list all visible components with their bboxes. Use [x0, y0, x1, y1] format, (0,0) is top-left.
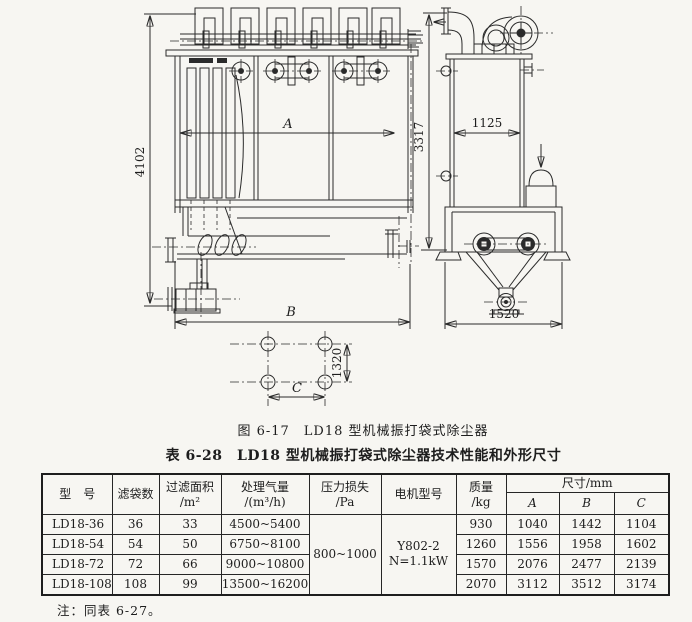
col-header-size-a: A: [505, 492, 560, 515]
cell-b: 1958: [558, 534, 615, 555]
dim-height-4102: 4102: [133, 13, 196, 307]
drive-pulleys: [473, 6, 553, 57]
cell-c: 1104: [613, 514, 670, 535]
cell-model: LD18-108: [41, 574, 113, 595]
side-hopper: [435, 206, 571, 315]
cell-a: 1040: [505, 514, 560, 535]
header-line: 过滤面积: [165, 479, 214, 494]
col-header-mass: 质量 /kg: [455, 473, 507, 515]
cell-bags: 36: [111, 514, 160, 535]
top-plate: [165, 49, 419, 57]
cell-pressure-loss: 800~1000: [308, 514, 382, 595]
cell-mass: 1570: [455, 554, 507, 575]
cell-model: LD18-72: [41, 554, 113, 575]
side-view: 3317: [412, 6, 571, 329]
table-row: LD18-108 108 99 13500~16200 2070 3112 35…: [41, 574, 670, 595]
dim-height-3317: 3317: [412, 12, 447, 251]
header-line: 质量: [468, 479, 493, 494]
cell-bags: 54: [111, 534, 160, 555]
cell-a: 2076: [505, 554, 560, 575]
col-header-motor: 电机型号: [380, 473, 457, 515]
cell-mass: 1260: [455, 534, 507, 555]
cell-b: 3512: [558, 574, 615, 595]
header-line: /kg: [471, 494, 491, 509]
cell-bags: 72: [111, 554, 160, 575]
cell-model: LD18-54: [41, 534, 113, 555]
figure-caption: 图 6-17 LD18 型机械振打袋式除尘器: [237, 424, 489, 439]
col-header-size-b: B: [558, 492, 615, 515]
motor-line: N=1.1kW: [388, 554, 449, 569]
foundation-plan: 1320 C: [230, 331, 352, 406]
dim-label-3317: 3317: [412, 122, 426, 153]
drive-motor: [154, 252, 240, 320]
dust-outlet: [525, 144, 557, 208]
cell-a: 3112: [505, 574, 560, 595]
cell-b: 2477: [558, 554, 615, 575]
col-header-bag-count: 滤袋数: [111, 473, 160, 515]
col-header-filter-area: 过滤面积 /m²: [158, 473, 222, 515]
cell-a: 1556: [505, 534, 560, 555]
dim-label-4102: 4102: [133, 147, 147, 178]
casing: [174, 44, 414, 262]
cell-c: 3174: [613, 574, 670, 595]
motor-line: Y802-2: [397, 539, 440, 554]
dim-pitch-1320: 1320: [330, 345, 347, 381]
cell-volume: 13500~16200: [220, 574, 310, 595]
dim-width-a: A: [181, 117, 394, 133]
header-line: /(m³/h): [244, 494, 286, 509]
dim-label-1320: 1320: [330, 348, 344, 379]
header-line: 处理气量: [240, 479, 289, 494]
dim-label-b: B: [285, 305, 296, 320]
inlet-elbow: [441, 7, 475, 54]
cell-motor: Y802-2 N=1.1kW: [380, 514, 457, 595]
cell-area: 66: [158, 554, 222, 575]
side-casing: [436, 53, 544, 208]
header-line: /m²: [179, 494, 201, 509]
cell-mass: 930: [455, 514, 507, 535]
dim-label-1125: 1125: [472, 116, 503, 130]
dim-width-b: B: [174, 261, 411, 329]
table-row: LD18-54 54 50 6750~8100 1260 1556 1958 1…: [41, 534, 670, 555]
cell-c: 2139: [613, 554, 670, 575]
figure-drawing: 4102: [133, 6, 571, 406]
cell-c: 1602: [613, 534, 670, 555]
col-header-model: 型 号: [41, 473, 113, 515]
cell-bags: 108: [111, 574, 160, 595]
cell-b: 1442: [558, 514, 615, 535]
dim-width-1125: 1125: [455, 116, 519, 133]
col-header-size-c: C: [613, 492, 670, 515]
table-note: 注：同表 6-27。: [57, 603, 162, 618]
dim-pitch-c: C: [269, 381, 324, 397]
cell-model: LD18-36: [41, 514, 113, 535]
table-title: 表 6-28 LD18 型机械振打袋式除尘器技术性能和外形尺寸: [165, 448, 562, 464]
front-view: 4102: [133, 7, 424, 329]
screw-conveyor: [152, 206, 419, 268]
dim-label-a: A: [282, 117, 292, 132]
cam-linkages: [229, 56, 390, 86]
table-row: LD18-36 36 33 4500~5400 800~1000 Y802-2 …: [41, 514, 670, 595]
filter-bags: [186, 58, 244, 230]
header-line: /Pa: [335, 494, 355, 509]
col-header-pressure-loss: 压力损失 /Pa: [308, 473, 382, 515]
cell-volume: 4500~5400: [220, 514, 310, 535]
table-row: LD18-72 72 66 9000~10800 1570 2076 2477 …: [41, 554, 670, 575]
dim-base-1520: 1520: [444, 262, 563, 329]
cell-volume: 6750~8100: [220, 534, 310, 555]
dim-label-1520: 1520: [489, 307, 520, 321]
dim-label-c: C: [292, 381, 302, 396]
cell-mass: 2070: [455, 574, 507, 595]
header-line: 压力损失: [320, 479, 369, 494]
rapping-shaft: [170, 29, 424, 49]
cell-area: 99: [158, 574, 222, 595]
col-header-size-group: 尺寸/mm: [505, 473, 670, 493]
cell-volume: 9000~10800: [220, 554, 310, 575]
cell-area: 50: [158, 534, 222, 555]
spec-table: 型 号 滤袋数 过滤面积 /m² 处理气量 /(m³/h) 压力损失 /Pa 电…: [41, 473, 670, 596]
cell-area: 33: [158, 514, 222, 535]
col-header-air-flow: 处理气量 /(m³/h): [220, 473, 310, 515]
